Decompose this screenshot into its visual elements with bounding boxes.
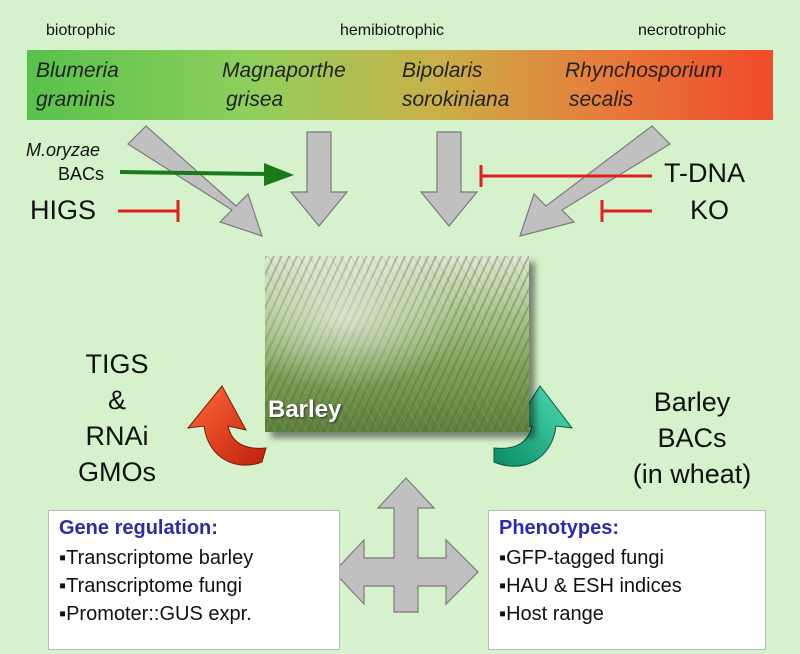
pathogen-genus: Blumeria: [36, 59, 119, 82]
list-item: ▪GFP-tagged fungi: [499, 547, 664, 569]
pathogen-rhynchosporium: Rhynchosporium secalis: [565, 56, 723, 114]
ko-inhibition: [600, 200, 652, 222]
ko-label: KO: [690, 195, 730, 225]
list-item: ▪Promoter::GUS expr.: [59, 603, 252, 625]
method-line: Barley: [653, 387, 731, 417]
pathogen-species: graminis: [36, 88, 116, 111]
gene-regulation-box: Gene regulation: ▪Transcriptome barley ▪…: [48, 510, 340, 650]
method-line: RNAi: [85, 421, 149, 451]
four-way-arrow: [333, 477, 479, 613]
pathogen-genus: Rhynchosporium: [565, 59, 723, 82]
arrow-bipolaris: [419, 131, 479, 227]
barley-photo: [265, 256, 529, 432]
green-arrow: [119, 163, 294, 186]
pathogen-genus: Magnaporthe: [222, 59, 346, 82]
arrow-rhynchosporium: [519, 125, 671, 237]
moryzae-label: M.oryzae: [26, 140, 101, 160]
pathogen-gradient-bar: [27, 50, 773, 120]
arrow-magnaporthe: [289, 131, 349, 227]
phenotypes-box: Phenotypes: ▪GFP-tagged fungi ▪HAU & ESH…: [488, 510, 766, 650]
tdna-inhibition: [479, 165, 652, 187]
teal-curved-arrow: [493, 385, 574, 467]
red-curved-arrow: [186, 385, 267, 466]
biotrophic-label: biotrophic: [46, 22, 116, 39]
bacs-label: BACs: [58, 164, 105, 184]
pathogen-magnaporthe: Magnaporthe grisea: [222, 56, 346, 114]
arrow-blumeria: [127, 125, 263, 237]
pathogen-species: grisea: [226, 88, 284, 111]
method-line: (in wheat): [632, 459, 752, 489]
necrotrophic-label: necrotrophic: [638, 22, 727, 39]
list-item: ▪Transcriptome barley: [59, 547, 254, 569]
phenotypes-title: Phenotypes:: [499, 517, 620, 539]
method-line: &: [107, 385, 126, 415]
pathogen-blumeria: Blumeria graminis: [36, 56, 119, 114]
pathogen-species: secalis: [569, 88, 634, 111]
higs-inhibition: [118, 200, 180, 222]
pathogen-species: sorokiniana: [402, 88, 510, 111]
higs-label: HIGS: [30, 195, 97, 225]
pathogen-genus: Bipolaris: [402, 59, 483, 82]
method-line: BACs: [657, 423, 727, 453]
list-item: ▪Transcriptome fungi: [59, 575, 243, 597]
barley-label: Barley: [268, 396, 342, 423]
method-line: TIGS: [85, 349, 149, 379]
left-method-stack: TIGS & RNAi GMOs: [62, 346, 172, 490]
right-method-stack: Barley BACs (in wheat): [612, 384, 772, 492]
method-line: GMOs: [78, 457, 156, 487]
list-item: ▪Host range: [499, 603, 604, 625]
tdna-label: T-DNA: [664, 158, 745, 188]
pathogen-bipolaris: Bipolaris sorokiniana: [402, 56, 509, 114]
list-item: ▪HAU & ESH indices: [499, 575, 682, 597]
gene-regulation-title: Gene regulation:: [59, 517, 218, 539]
hemibiotrophic-label: hemibiotrophic: [340, 22, 445, 39]
